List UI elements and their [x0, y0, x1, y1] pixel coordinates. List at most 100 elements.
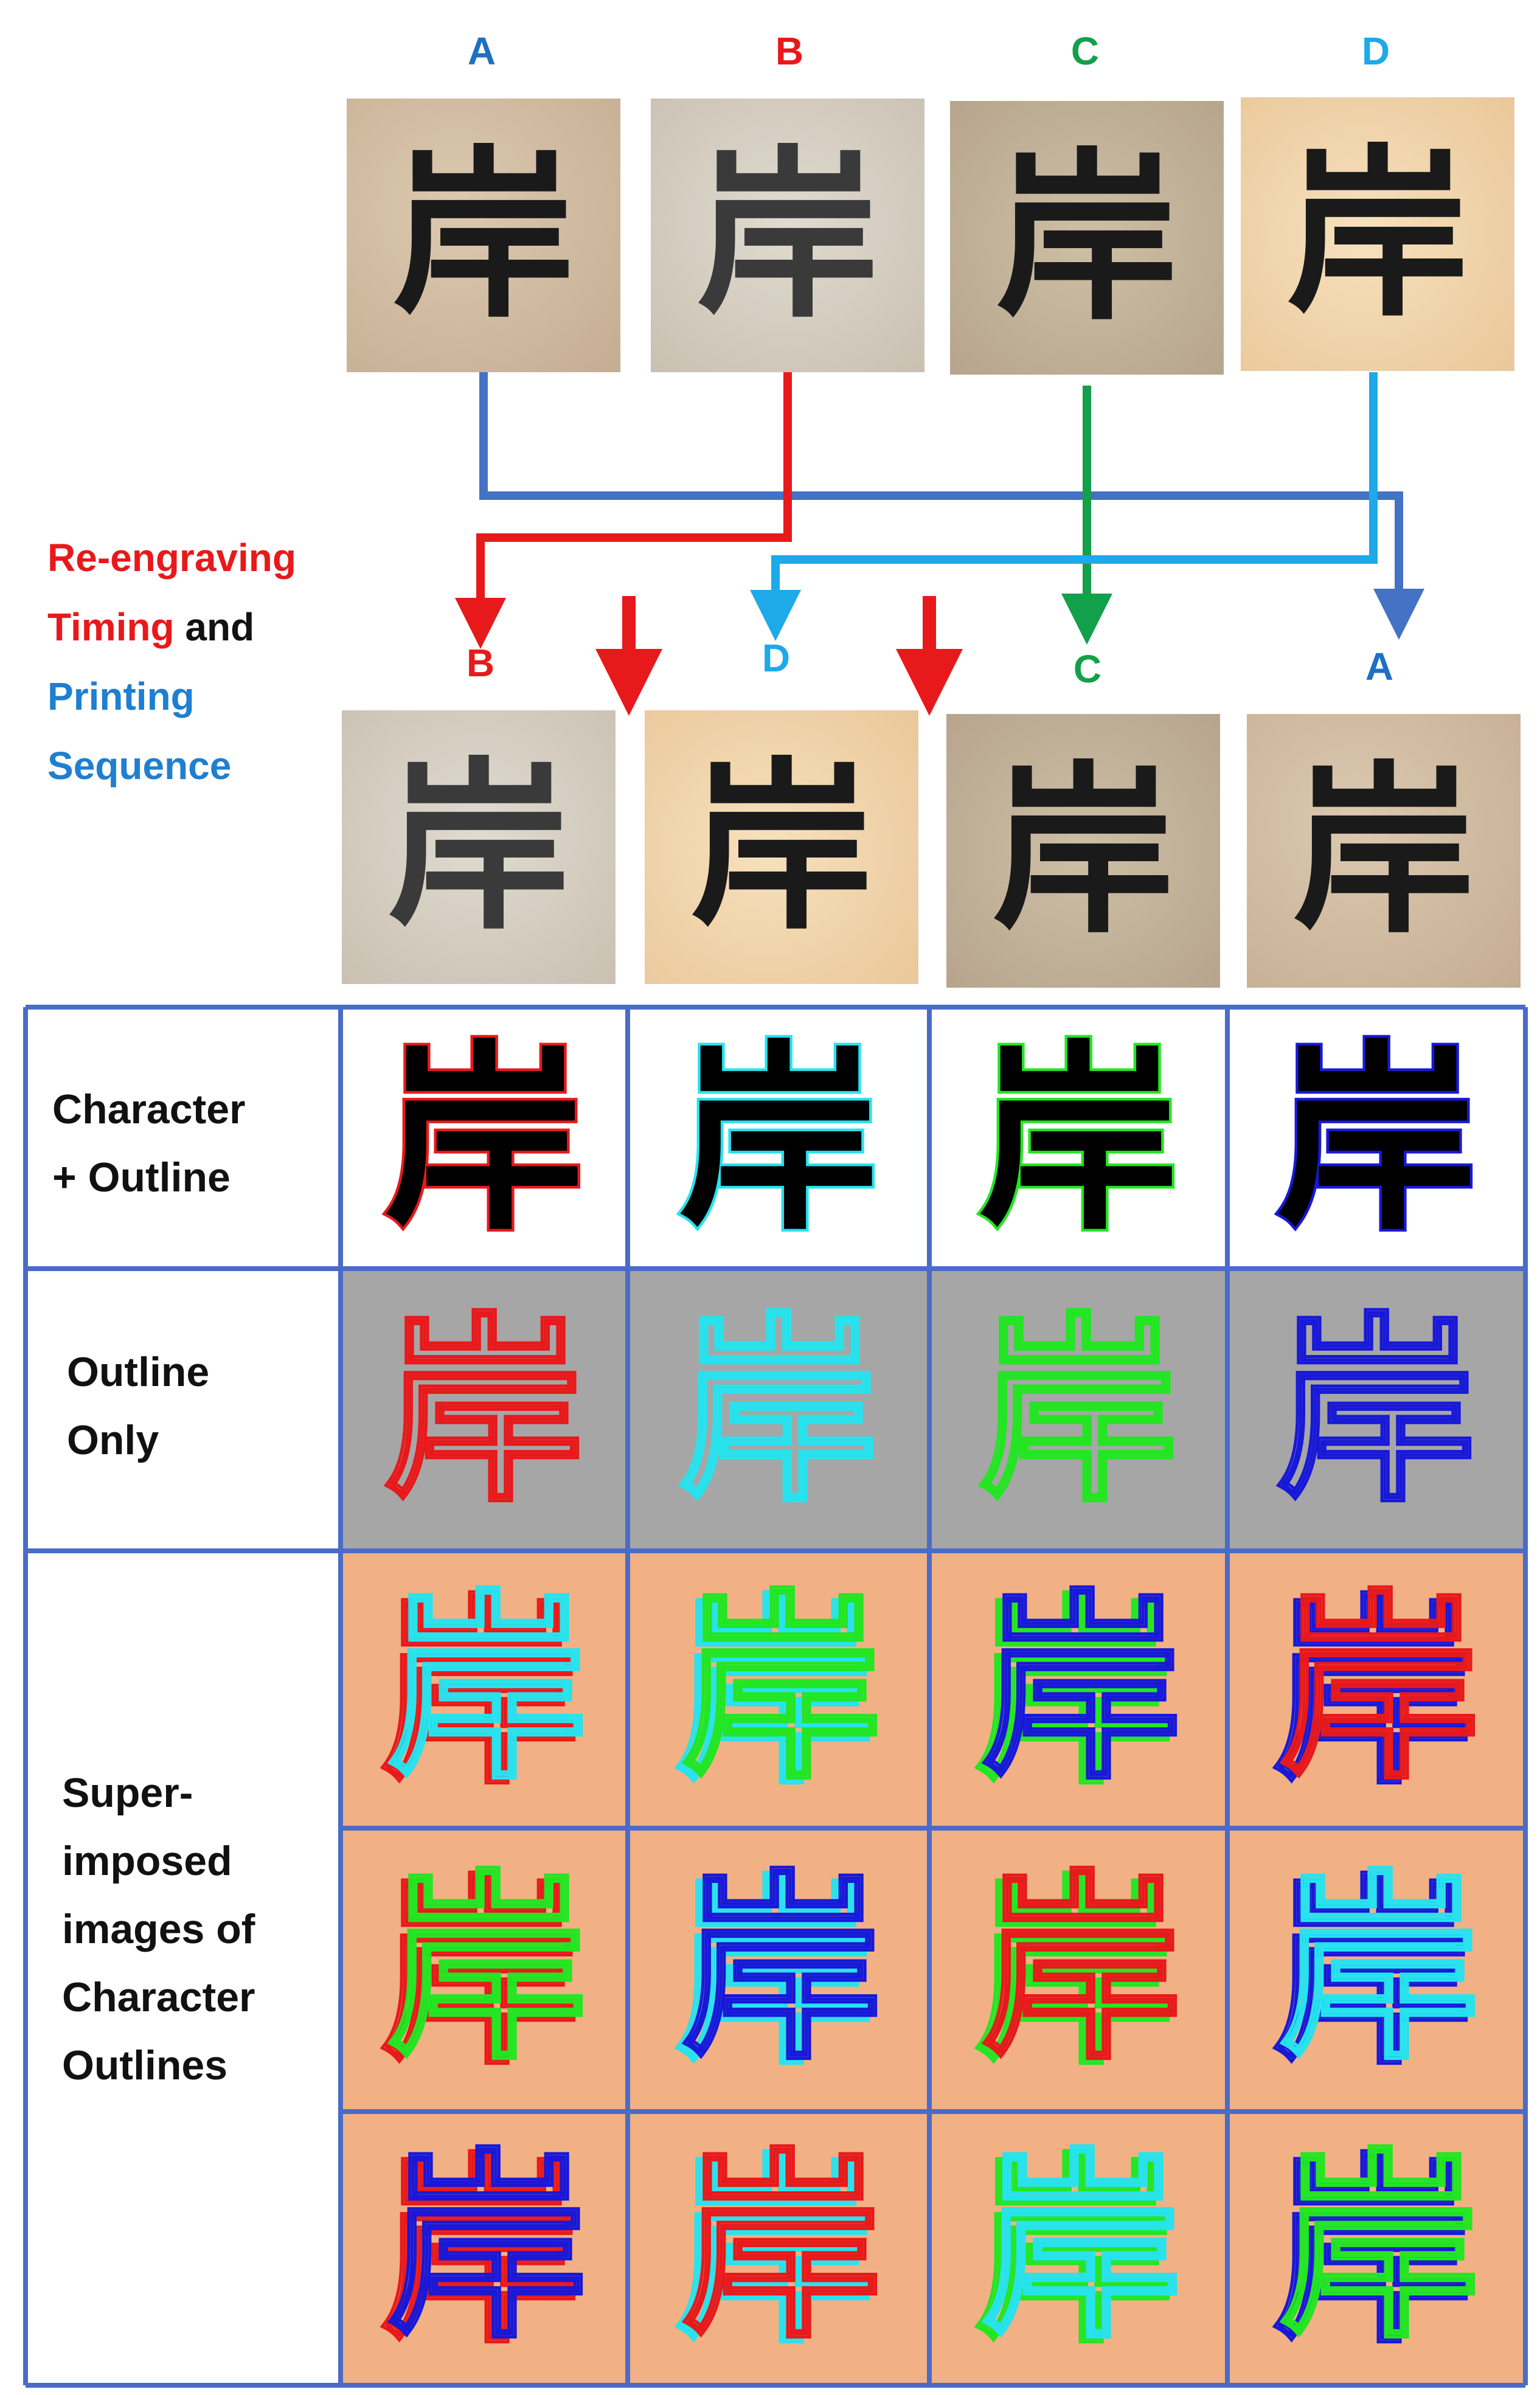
blue-outline: 岸 [682, 1851, 883, 2087]
superimposed-cell-cyan-blue: 岸岸 [628, 1828, 929, 2112]
cyan-outline: 岸 [675, 1856, 875, 2092]
cyan-outline: 岸 [1280, 1851, 1480, 2087]
cyan-outlined-character: 岸 [678, 1021, 879, 1257]
character-outline-graphic: 岸 [977, 1292, 1181, 1531]
red-outline: 岸 [384, 1293, 584, 1529]
note-line-1: Re-engraving [47, 536, 296, 580]
superimposed-cell-blue-red: 岸岸 [1227, 1551, 1525, 1828]
character-outline-graphic: 岸岸 [1271, 1849, 1482, 2093]
red-outline: 岸 [682, 2129, 883, 2365]
green-outline: 岸 [978, 1293, 1179, 1529]
outline-only-cell-blue: 岸 [1227, 1269, 1525, 1551]
note-line-4: Sequence [47, 744, 232, 788]
blue-outline: 岸 [1272, 2134, 1473, 2370]
second-label-d: D [761, 636, 791, 680]
character-glyph: 岸 [392, 128, 575, 342]
red-outline: 岸 [380, 2134, 581, 2370]
character-glyph: 岸 [690, 740, 873, 954]
table-border-top [26, 1005, 1525, 1010]
character-outline-cell-red: 岸 [341, 1007, 628, 1269]
red-outline: 岸 [380, 1575, 581, 1811]
arrow-a [479, 372, 1424, 640]
table-row-divider [26, 1548, 1525, 1553]
green-outline: 岸 [974, 1856, 1175, 2092]
character-outline-graphic: 岸 [676, 1019, 882, 1260]
character-outline-graphic: 岸岸 [673, 1849, 884, 2093]
character-outline-graphic: 岸 [677, 1292, 881, 1531]
character-outline-graphic: 岸岸 [379, 2128, 590, 2372]
blue-outline: 岸 [1272, 1575, 1473, 1811]
character-outline-graphic: 岸岸 [673, 2128, 884, 2372]
table-col-divider [625, 1007, 630, 2385]
green-outline: 岸 [682, 1570, 883, 1806]
red-outline: 岸 [380, 1856, 581, 2092]
green-outline: 岸 [974, 1575, 1175, 1811]
second-label-c: C [1073, 647, 1102, 691]
row-label-character-outline: Character + Outline [52, 1086, 246, 1201]
character-glyph: 岸 [1292, 743, 1475, 958]
character-outline-graphic: 岸 [976, 1019, 1182, 1260]
superimposed-cell-cyan-red: 岸岸 [628, 2112, 929, 2385]
top-label-a: A [467, 29, 496, 73]
top-label-b: B [775, 29, 804, 73]
row-label-outline-only: Outline Only [67, 1349, 210, 1463]
top-label-c: C [1070, 29, 1100, 73]
cyan-outline: 岸 [387, 1570, 588, 1806]
blue-outline: 岸 [982, 1570, 1182, 1806]
table-row-divider [341, 2109, 1525, 2114]
note-line-3: Printing [47, 674, 195, 718]
superimposed-cell-blue-green: 岸岸 [1227, 2112, 1525, 2385]
table-border-bottom [26, 2383, 1525, 2388]
red-outline: 岸 [982, 1851, 1182, 2087]
superimposed-cell-green-cyan: 岸岸 [929, 2112, 1227, 2385]
blue-outline: 岸 [1276, 1293, 1477, 1529]
character-outline-graphic: 岸岸 [1271, 2128, 1482, 2372]
note-and: and [174, 605, 255, 649]
green-outline: 岸 [1280, 2129, 1480, 2365]
superimposed-cell-red-green: 岸岸 [341, 1828, 628, 2112]
top-label-d: D [1361, 29, 1390, 73]
superimposed-cell-red-blue: 岸岸 [341, 2112, 628, 2385]
superimposed-cell-red-cyan: 岸岸 [341, 1551, 628, 1828]
superimposed-cell-green-blue: 岸岸 [929, 1551, 1227, 1828]
blue-outline: 岸 [387, 2129, 588, 2365]
top-sample-a: 岸 [347, 99, 620, 372]
character-outline-graphic: 岸 [383, 1292, 586, 1531]
superimposed-cell-cyan-green: 岸岸 [628, 1551, 929, 1828]
character-outline-graphic: 岸 [381, 1019, 588, 1260]
character-outline-graphic: 岸岸 [973, 1849, 1184, 2093]
table-border-left [23, 1007, 28, 2385]
cyan-outline: 岸 [678, 1293, 879, 1529]
table-col-divider [1225, 1007, 1230, 2385]
green-outline: 岸 [387, 1851, 588, 2087]
green-outline: 岸 [974, 2134, 1175, 2370]
character-outline-graphic: 岸岸 [379, 1569, 590, 1813]
superimposed-cell-blue-cyan: 岸岸 [1227, 1828, 1525, 2112]
character-outline-cell-green: 岸 [929, 1007, 1227, 1269]
top-sample-c: 岸 [950, 101, 1224, 375]
red-outline: 岸 [1280, 1570, 1480, 1806]
re-engraving-note: Re-engraving Timing and Printing Sequenc… [47, 523, 296, 800]
second-label-a: A [1365, 645, 1394, 688]
table-border-right [1523, 1007, 1528, 2385]
character-outline-cell-blue: 岸 [1227, 1007, 1525, 1269]
character-outline-graphic: 岸岸 [1271, 1569, 1482, 1813]
row-label-superimposed: Super- imposed images of Character Outli… [62, 1770, 255, 2088]
second-sample-b: 岸 [342, 710, 616, 984]
superimposed-cell-green-red: 岸岸 [929, 1828, 1227, 2112]
second-sample-a: 岸 [1247, 714, 1521, 988]
table-row-divider [341, 1826, 1525, 1831]
red-outlined-character: 岸 [384, 1021, 584, 1257]
character-glyph: 岸 [992, 743, 1174, 958]
table-col-divider [338, 1007, 343, 2385]
outline-only-cell-cyan: 岸 [628, 1269, 929, 1551]
character-outline-graphic: 岸岸 [973, 1569, 1184, 1813]
green-outlined-character: 岸 [978, 1021, 1179, 1257]
note-timing: Timing [47, 605, 175, 649]
top-sample-b: 岸 [651, 99, 924, 372]
sequence-arrows [455, 372, 1424, 716]
character-glyph: 岸 [996, 130, 1178, 345]
second-sample-c: 岸 [946, 714, 1220, 988]
note-line-2: Timing and [47, 592, 296, 662]
